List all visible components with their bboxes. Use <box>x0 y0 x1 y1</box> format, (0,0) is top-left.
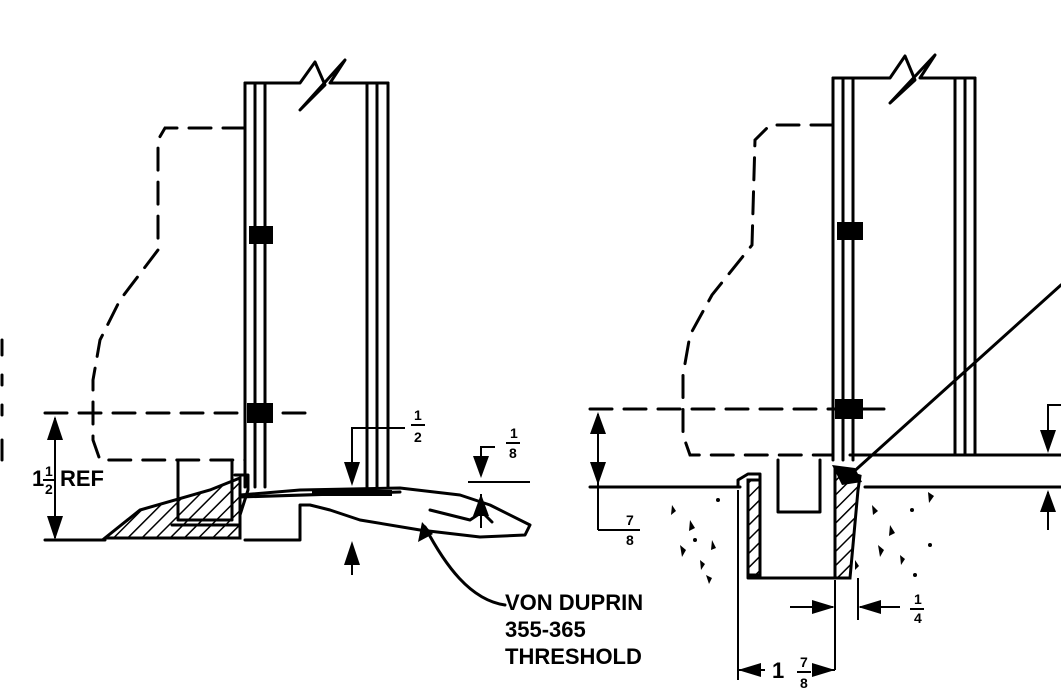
width-fraction-numerator: 7 <box>800 654 808 670</box>
eighth-fraction-numerator: 1 <box>510 425 518 441</box>
concrete-aggregate <box>671 492 934 584</box>
seven-eighths-denominator: 8 <box>626 532 634 548</box>
ref-whole-number: 1 <box>32 466 44 491</box>
quarter-numerator: 1 <box>914 591 922 607</box>
right-edge-dimension <box>1040 404 1061 530</box>
width-whole-number: 1 <box>772 658 784 683</box>
left-threshold <box>100 460 532 542</box>
left-detail: 1 1 2 REF 1 2 1 8 VON DUPRIN 355-365 <box>32 58 643 669</box>
ref-suffix-label: REF <box>60 466 104 491</box>
product-label-line2: 355-365 <box>505 617 586 642</box>
left-door-panel <box>243 58 390 489</box>
width-fraction-denominator: 8 <box>800 675 808 691</box>
product-leader-line <box>423 525 507 607</box>
half-fraction-numerator: 1 <box>414 407 422 423</box>
threshold-seal <box>312 490 392 496</box>
right-door-clip-upper <box>837 222 863 240</box>
right-door-panel <box>831 53 977 462</box>
right-threshold <box>736 458 862 580</box>
door-clip-upper <box>249 226 273 244</box>
ref-fraction-denominator: 2 <box>45 481 53 497</box>
ref-fraction-numerator: 1 <box>45 463 53 479</box>
quarter-inch-dimension <box>790 578 900 670</box>
left-ref-dimension <box>43 416 107 542</box>
product-label-line1: VON DUPRIN <box>505 590 643 615</box>
left-closer-outline <box>91 126 247 462</box>
half-inch-dimension <box>344 427 405 575</box>
eighth-inch-dimension <box>468 446 530 528</box>
right-detail: 7 8 1 4 1 7 <box>588 53 1061 691</box>
right-leader-line <box>848 283 1061 477</box>
product-label-line3: THRESHOLD <box>505 644 642 669</box>
eighth-fraction-denominator: 8 <box>509 445 517 461</box>
right-closer-outline <box>681 123 835 457</box>
seven-eighths-numerator: 7 <box>626 512 634 528</box>
quarter-denominator: 4 <box>914 610 922 626</box>
half-fraction-denominator: 2 <box>414 429 422 445</box>
channel-width-dimension <box>737 490 835 680</box>
